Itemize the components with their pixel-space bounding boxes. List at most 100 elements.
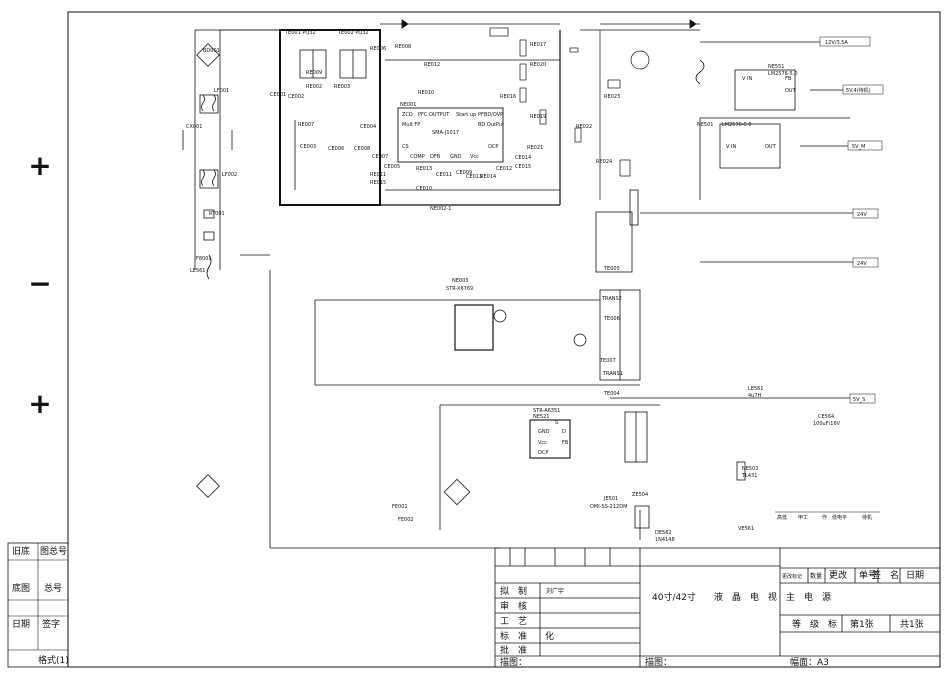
standby-labels: STR-A6351 NE521 GND Vcc OCP S D FB JE501… (392, 386, 841, 543)
label-ne002-1: NE002-1 (430, 206, 451, 212)
main-converter-region (314, 211, 641, 386)
label-ne501: NE501 (697, 122, 713, 128)
ac-input-labels: BD001 LF001 CX001 F8001 LE561 LF002 RT00… (186, 48, 237, 274)
label-ce009: CE009 (456, 170, 472, 176)
label-re008: RE008 (395, 44, 411, 50)
label-lf001: LF001 (214, 88, 229, 94)
tb-biao: 标 (828, 618, 837, 630)
label-fuse-rating: LE561 (190, 268, 206, 274)
label-sma-j1017: SMA-J1017 (432, 130, 459, 136)
label-re023: RE023 (604, 94, 620, 100)
label-ce005: CE005 (384, 164, 400, 170)
tb-signature: 签 名 (872, 569, 899, 581)
label-bd001: BD001 (203, 48, 220, 54)
pfc-control-box (279, 29, 561, 206)
label-dfb: DFB (430, 154, 441, 160)
label-ce002: CE002 (288, 94, 304, 100)
upper-middle-components (489, 27, 700, 200)
label-fe002: FE001 (392, 504, 408, 510)
label-re024: RE024 (596, 159, 612, 165)
table-word-3: 作 (822, 514, 827, 521)
label-pfbd-ovp: PFBD/OVP (478, 112, 503, 118)
tb-sheet-of: 第1张 (850, 618, 874, 630)
label-ce011: CE011 (436, 172, 452, 178)
label-re012: RE012 (424, 62, 440, 68)
margin-minus: − (28, 267, 51, 300)
tb-gongyi: 工 艺 (500, 616, 527, 627)
label-te007: TE007 (599, 358, 616, 364)
label-ce013: CE013 (466, 174, 482, 180)
table-word-1: 高低 (777, 514, 787, 521)
title-block (494, 547, 941, 668)
label-re021: RE021 (527, 145, 543, 151)
label-re006: RE006 (370, 46, 386, 52)
side-registration-block: 旧底 图总号 底图 总号 日期 签字 格式(1) (7, 542, 69, 668)
label-fb-a: FB (785, 76, 792, 82)
label-fb-pin: FB (562, 440, 569, 446)
tb-order-no: 单号 (859, 569, 877, 581)
label-te006: TE006 (603, 316, 620, 322)
label-gnd-stby: GND (538, 429, 550, 435)
pfc-ic-labels: NE001 SMA-J1017 ZCD PFC OUTPUT Start up … (284, 30, 504, 212)
upper-middle-labels: RE002 RE003 RE006 RE007 RE008 RE009 RE01… (270, 42, 620, 192)
side-geshi: 格式(1) (38, 654, 69, 666)
label-cx001: CX001 (186, 124, 202, 130)
tb-total: 共1张 (900, 619, 924, 630)
output-24v-b: 24V (857, 261, 867, 267)
table-word-5: 待机 (862, 514, 872, 521)
label-trans1: TRANS1 (602, 371, 623, 377)
label-re014: RE014 (480, 174, 496, 180)
output-tag-5v-m (847, 140, 883, 151)
label-trans2: TRANS2 (601, 296, 622, 302)
label-re002: RE002 (306, 84, 322, 90)
tb-date: 日期 (906, 570, 924, 581)
table-word-2: 甲工 (798, 515, 808, 521)
label-re010: RE010 (418, 90, 434, 96)
margin-plus-top: + (28, 149, 51, 182)
output-rails (610, 41, 880, 399)
tb-miaotu-2: 描图： (645, 656, 672, 668)
label-ce564-val: 100uF/16V (813, 421, 841, 427)
label-ne551: NE551 (768, 64, 784, 70)
side-ditu: 底图 (12, 582, 30, 594)
label-vin-b: V IN (726, 144, 736, 150)
label-te004: TE004 (603, 391, 620, 397)
label-ne503: NE503 (742, 466, 758, 472)
tb-shenhe: 审 核 (500, 600, 527, 612)
label-ce564: CE564 (818, 414, 834, 420)
label-ne001: NE001 (400, 102, 416, 108)
output-5v-s: 5V_S (853, 397, 865, 403)
side-jiudi: 旧底 (12, 545, 30, 557)
label-re017: RE017 (530, 42, 546, 48)
label-ce010: CE010 (416, 186, 432, 192)
side-tuzong: 图总号 (40, 545, 67, 557)
output-24v-a: 24V (857, 212, 867, 218)
label-str-x6769: STR-X6769 (446, 286, 473, 292)
label-vcc: Vcc (470, 154, 479, 160)
label-zcd: ZCD (402, 112, 413, 118)
label-re011: RE011 (370, 172, 386, 178)
margin-plus-bottom: + (28, 387, 51, 420)
label-te002: TE002 PQ32 (337, 30, 369, 36)
output-tag-24v-b (852, 257, 879, 268)
top-bus (220, 19, 700, 256)
label-mult-fp: Mult FP (402, 122, 420, 128)
label-de562: DE562 (655, 530, 672, 536)
label-ce001: CE001 (270, 92, 286, 98)
label-out-a: OUT (785, 88, 797, 94)
label-ce008: CE008 (354, 146, 370, 152)
label-re015: RE015 (370, 180, 386, 186)
tb-biaozhun: 标 准 (500, 630, 527, 642)
output-labels: 12V/3.5A 5V.4(待机) 5V_M 24V 24V 5V_S NE55… (697, 36, 884, 404)
label-d-pin: D (562, 429, 566, 435)
label-ce006: CE006 (328, 146, 344, 152)
tb-fumian: 幅面：A3 (790, 656, 829, 668)
pfc-inductors (294, 49, 560, 191)
label-je501: JE501 (603, 496, 618, 502)
label-4u7h: 4u7H (748, 393, 762, 399)
label-te005: TE005 (603, 266, 620, 272)
label-re022: RE022 (576, 124, 592, 130)
tb-nizhi: 拟 制 (500, 585, 527, 597)
label-ce015: CE015 (515, 164, 531, 170)
